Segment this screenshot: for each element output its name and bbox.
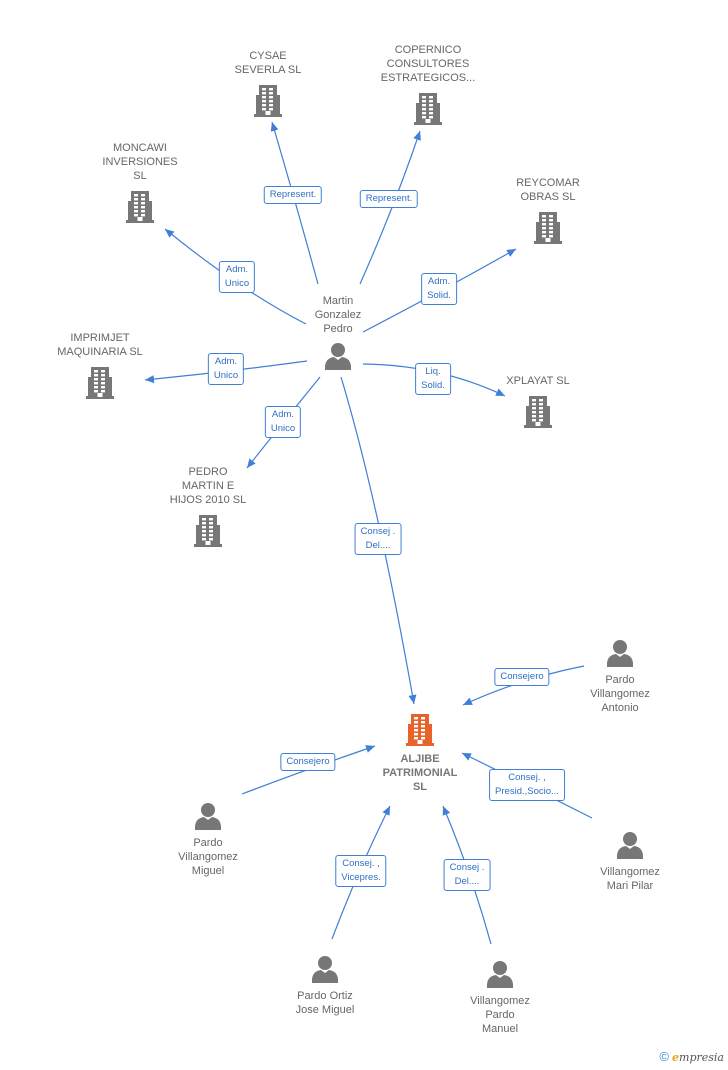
building-icon <box>252 83 284 122</box>
building-icon <box>412 91 444 130</box>
node-label-miguel: Pardo Villangomez Miguel <box>178 837 238 877</box>
edge-label-martin-to-xplayat[interactable]: Liq. Solid. <box>415 363 451 395</box>
node-label-cysae: CYSAE SEVERLA SL <box>234 50 302 76</box>
edge-label-maripilar-to-center[interactable]: Consej. , Presid.,Socio... <box>489 769 565 801</box>
edge-label-josemiguel-to-center[interactable]: Consej. , Vicepres. <box>335 855 387 887</box>
building-icon <box>84 365 116 404</box>
node-label-center: ALJIBE PATRIMONIAL SL <box>382 753 458 793</box>
node-label-maripilar: Villangomez Mari Pilar <box>600 866 660 892</box>
person-icon <box>605 639 635 672</box>
brand-name: mpresia <box>679 1051 724 1064</box>
node-label-antonio: Pardo Villangomez Antonio <box>590 674 650 714</box>
edge-label-martin-to-center[interactable]: Consej . Del.... <box>354 523 402 555</box>
edge-label-martin-to-cysae[interactable]: Represent. <box>263 186 323 204</box>
brand-initial: e <box>672 1051 680 1064</box>
edge-label-martin-to-pedro[interactable]: Adm. Unico <box>264 406 302 438</box>
node-label-moncawi: MONCAWI INVERSIONES SL <box>102 142 178 182</box>
person-icon <box>193 802 223 835</box>
node-label-martin: Martin Gonzalez Pedro <box>314 295 362 335</box>
edge-label-martin-to-reycomar[interactable]: Adm. Solid. <box>421 273 457 305</box>
edge-martin-to-center <box>340 376 417 705</box>
building-icon <box>532 210 564 249</box>
building-icon <box>404 712 436 751</box>
node-label-xplayat: XPLAYAT SL <box>506 375 570 387</box>
node-label-imprimjet: IMPRIMJET MAQUINARIA SL <box>57 332 143 358</box>
edge-label-manuel-to-center[interactable]: Consej . Del.... <box>443 859 491 891</box>
node-label-josemiguel: Pardo Ortiz Jose Miguel <box>295 990 355 1016</box>
person-icon <box>615 831 645 864</box>
brand-logo: © empresia <box>659 1049 724 1064</box>
person-icon <box>310 955 340 988</box>
building-icon <box>522 394 554 433</box>
building-icon <box>124 189 156 228</box>
copyright-icon: © <box>659 1049 669 1064</box>
edge-label-antonio-to-center[interactable]: Consejero <box>494 668 550 686</box>
person-icon <box>323 342 353 375</box>
building-icon <box>192 513 224 552</box>
edge-label-martin-to-imprimjet[interactable]: Adm. Unico <box>207 353 245 385</box>
edge-label-miguel-to-center[interactable]: Consejero <box>280 753 336 771</box>
person-icon <box>485 960 515 993</box>
node-label-reycomar: REYCOMAR OBRAS SL <box>516 177 580 203</box>
edge-label-martin-to-copernico[interactable]: Represent. <box>359 190 419 208</box>
edge-label-martin-to-moncawi[interactable]: Adm. Unico <box>218 261 256 293</box>
node-label-pedro: PEDRO MARTIN E HIJOS 2010 SL <box>169 466 247 506</box>
node-label-manuel: Villangomez Pardo Manuel <box>470 995 530 1035</box>
node-label-copernico: COPERNICO CONSULTORES ESTRATEGICOS... <box>380 44 476 84</box>
